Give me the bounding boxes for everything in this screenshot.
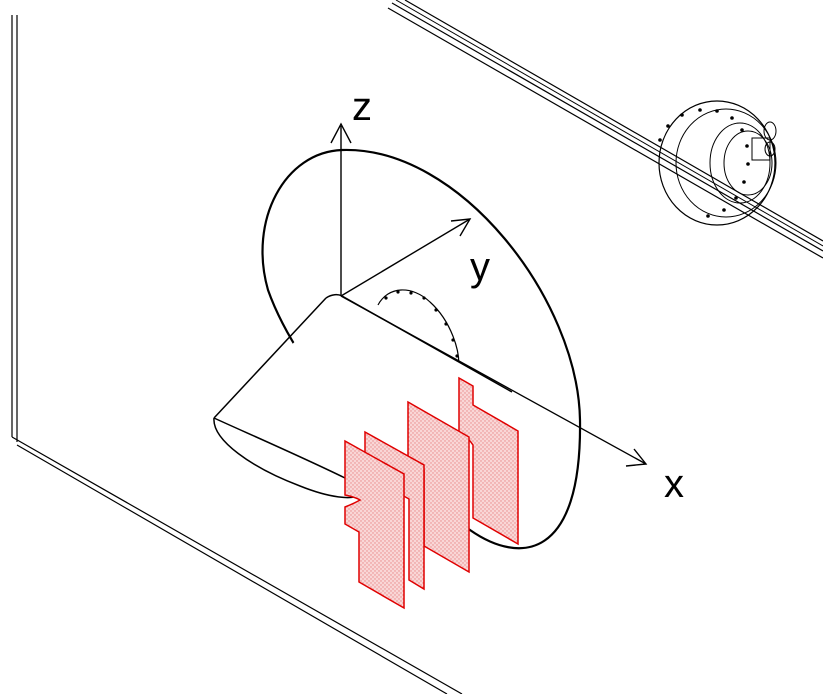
z-axis-arrowhead [330,122,352,144]
x-axis-arrowhead [625,448,648,467]
plate-1 [344,439,405,610]
large-disk [261,148,582,550]
x-axis-label: x [664,462,684,506]
plates [344,376,519,610]
x-axis-line [340,295,647,465]
y-axis-label: y [470,245,490,289]
coordinate-axes [330,122,648,467]
y-axis-arrowhead [450,218,472,237]
y-axis-line [340,218,471,297]
inner-disk [377,289,460,373]
ceiling-edges [387,0,823,259]
z-axis-label: z [352,85,372,129]
wall-left [11,15,463,694]
flange-port [658,100,777,226]
